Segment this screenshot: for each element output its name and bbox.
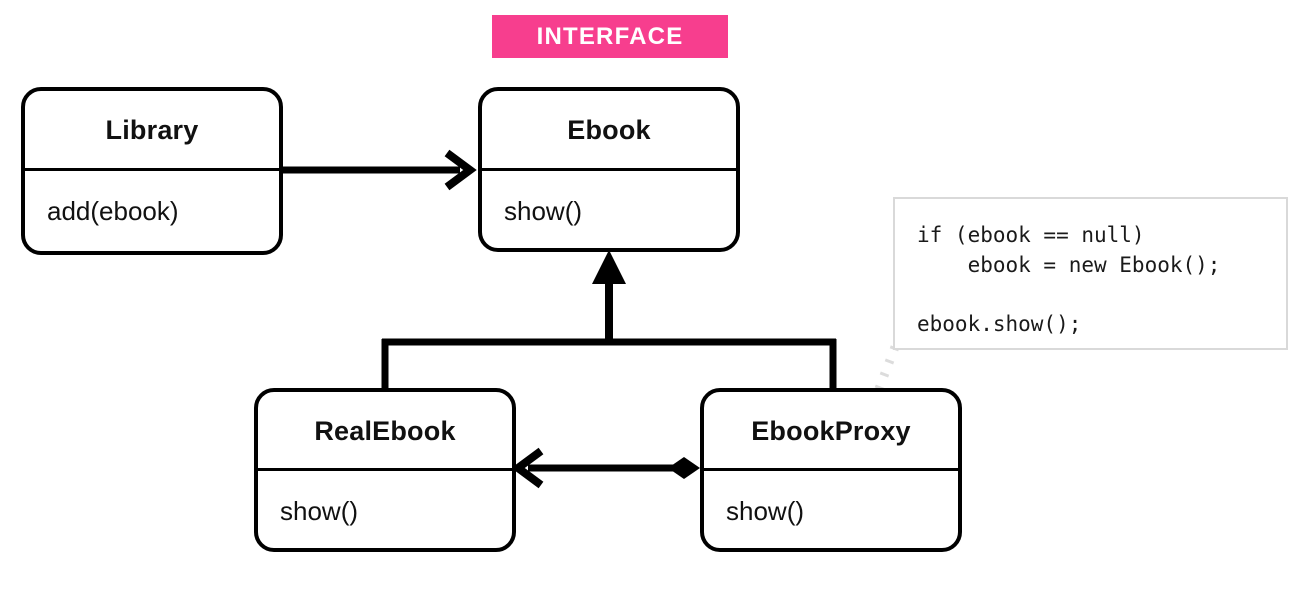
class-member-ebook-show: show() <box>504 196 583 226</box>
class-divider <box>25 168 279 171</box>
edge-ebookproxy-composes-realebook <box>511 447 700 489</box>
edge-library-to-ebook <box>283 149 477 191</box>
class-name-realebook: RealEbook <box>314 416 456 446</box>
code-note-box: if (ebook == null) ebook = new Ebook(); … <box>893 197 1288 350</box>
class-member-ebookproxy-show: show() <box>726 496 805 526</box>
interface-badge-label: INTERFACE <box>536 22 684 50</box>
class-divider <box>482 168 736 171</box>
class-member-library-add: add(ebook) <box>47 196 179 226</box>
class-divider <box>704 468 958 471</box>
class-divider <box>258 468 512 471</box>
class-box-ebookproxy[interactable]: EbookProxy show() <box>700 388 962 552</box>
edge-realization-tree <box>381 250 837 392</box>
class-name-ebook: Ebook <box>567 115 651 145</box>
class-member-realebook-show: show() <box>280 496 359 526</box>
code-note-text: if (ebook == null) ebook = new Ebook(); … <box>917 223 1221 337</box>
class-box-ebook[interactable]: Ebook show() <box>478 87 740 252</box>
class-name-library: Library <box>105 115 199 145</box>
class-box-realebook[interactable]: RealEbook show() <box>254 388 516 552</box>
class-box-library[interactable]: Library add(ebook) <box>21 87 283 255</box>
class-name-ebookproxy: EbookProxy <box>751 416 911 446</box>
interface-stereotype-badge: INTERFACE <box>492 15 728 58</box>
